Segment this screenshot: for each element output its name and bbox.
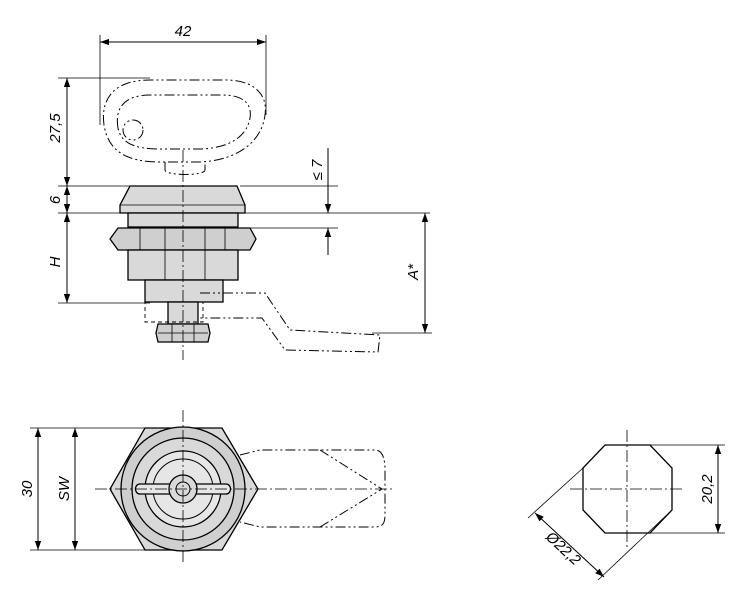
- dim-wrench-size: SW: [56, 475, 73, 501]
- dim-cutout-diameter: Ø22,2: [542, 528, 585, 569]
- dim-panel-thickness: ≤ 7: [309, 159, 326, 180]
- dim-flange-diameter: 30: [19, 480, 36, 497]
- cam-front-outline: [239, 449, 386, 528]
- spindle-base: [144, 279, 224, 303]
- key-inner-outline: [116, 94, 251, 150]
- key-shank: [164, 162, 206, 175]
- dim-cutout-flat: 20,2: [699, 474, 716, 505]
- dim-key-width: 42: [175, 23, 192, 40]
- dim-key-height: 27,5: [47, 113, 64, 144]
- cam-outline: [200, 292, 381, 353]
- dim-head-height: 6: [47, 195, 64, 204]
- key-outline: [102, 79, 266, 163]
- head-cap: [119, 185, 246, 214]
- side-view: 42 27,5 6 H ≤ 7 A*: [47, 23, 432, 360]
- cutout-view: 20,2 Ø22,2: [527, 430, 725, 581]
- dim-cam-offset: A*: [405, 263, 422, 281]
- key-hole: [122, 119, 144, 141]
- front-view: 30 SW: [19, 410, 395, 565]
- dim-thread-length: H: [47, 256, 64, 267]
